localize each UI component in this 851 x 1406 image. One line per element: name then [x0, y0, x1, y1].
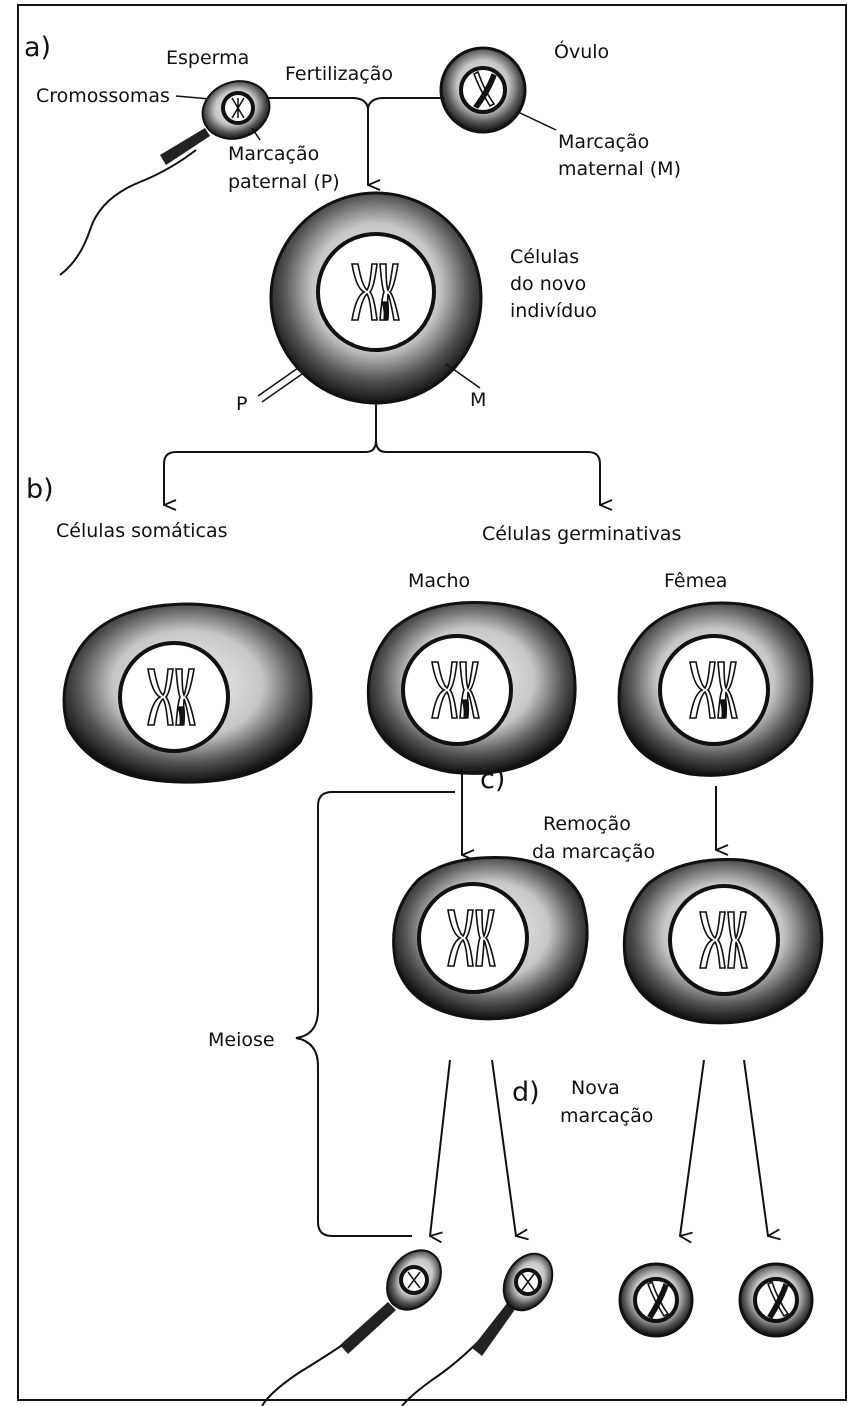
male-cleared-cell	[394, 857, 588, 1018]
egg-cell	[441, 48, 525, 132]
zygote-cell	[271, 193, 481, 403]
new-mark-label-2: marcação	[560, 1105, 653, 1127]
section-a-label: a)	[24, 32, 51, 63]
split-connector	[164, 400, 376, 505]
section-d-label: d)	[512, 1077, 540, 1108]
split-connector-right	[376, 440, 600, 505]
meiosis-bracket	[296, 792, 455, 1236]
paternal-mark-label-2: paternal (P)	[228, 171, 340, 193]
meiosis-arrow-1	[430, 1060, 450, 1236]
female-label: Fêmea	[664, 570, 727, 592]
fertilization-label: Fertilização	[285, 63, 393, 85]
sperm-label: Esperma	[166, 47, 249, 69]
m-marker-line	[446, 364, 480, 388]
new-egg-cell-2	[740, 1264, 812, 1336]
maternal-mark-label-2: maternal (M)	[558, 158, 681, 180]
maternal-mark-pointer	[518, 112, 556, 130]
p-marker-label: P	[236, 393, 247, 415]
fertilization-connector	[266, 98, 444, 108]
female-cleared-cell	[624, 860, 821, 1023]
new-egg-cell-1	[620, 1264, 692, 1336]
new-cells-label-3: indivíduo	[510, 300, 597, 322]
somatic-cells-label: Células somáticas	[56, 520, 228, 542]
new-mark-label-1: Nova	[571, 1077, 620, 1099]
section-c-label: c)	[480, 764, 505, 795]
mark-removal-label-2: da marcação	[532, 841, 655, 863]
p-marker-lines	[258, 368, 302, 402]
maternal-mark-label-1: Marcação	[558, 131, 649, 153]
male-germ-cell	[368, 602, 575, 773]
new-cells-label-2: do novo	[510, 273, 586, 295]
female-germ-cell	[619, 603, 812, 775]
germ-cells-label: Células germinativas	[482, 523, 681, 545]
new-sperm-cell-1	[262, 1240, 452, 1406]
chromosomes-label: Cromossomas	[36, 85, 170, 107]
meiosis-arrow-4	[744, 1060, 768, 1236]
somatic-cell	[64, 604, 311, 782]
m-marker-label: M	[470, 389, 486, 411]
male-label: Macho	[408, 570, 470, 592]
new-cells-label-1: Células	[510, 246, 579, 268]
paternal-mark-label-1: Marcação	[228, 143, 319, 165]
egg-label: Óvulo	[554, 39, 609, 63]
mark-removal-label-1: Remoção	[543, 813, 631, 835]
meiosis-arrow-3	[680, 1060, 704, 1236]
meiosis-label: Meiose	[208, 1029, 275, 1051]
section-b-label: b)	[26, 474, 54, 505]
